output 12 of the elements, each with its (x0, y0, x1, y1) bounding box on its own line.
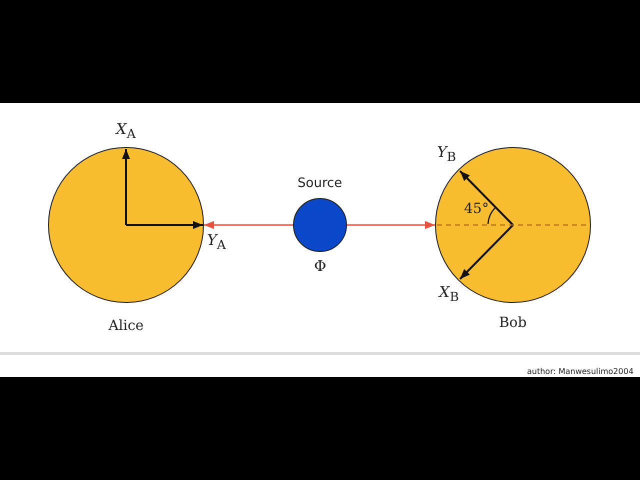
axis-label: Y$_{B}$ (437, 144, 456, 165)
axis-label: X$_{A}$ (116, 121, 136, 142)
arrow (204, 221, 293, 229)
author-credit: author: Manwesulimo2004 (527, 366, 634, 378)
node-label: Alice (108, 318, 144, 334)
state-symbol: Φ (314, 258, 326, 274)
arrow (347, 221, 435, 229)
node-label: Source (298, 176, 342, 192)
angle-label: 45° (464, 201, 489, 217)
axis-label: X$_{B}$ (439, 284, 459, 305)
axis-label: Y$_{A}$ (207, 232, 226, 253)
node-label: Bob (499, 315, 527, 331)
